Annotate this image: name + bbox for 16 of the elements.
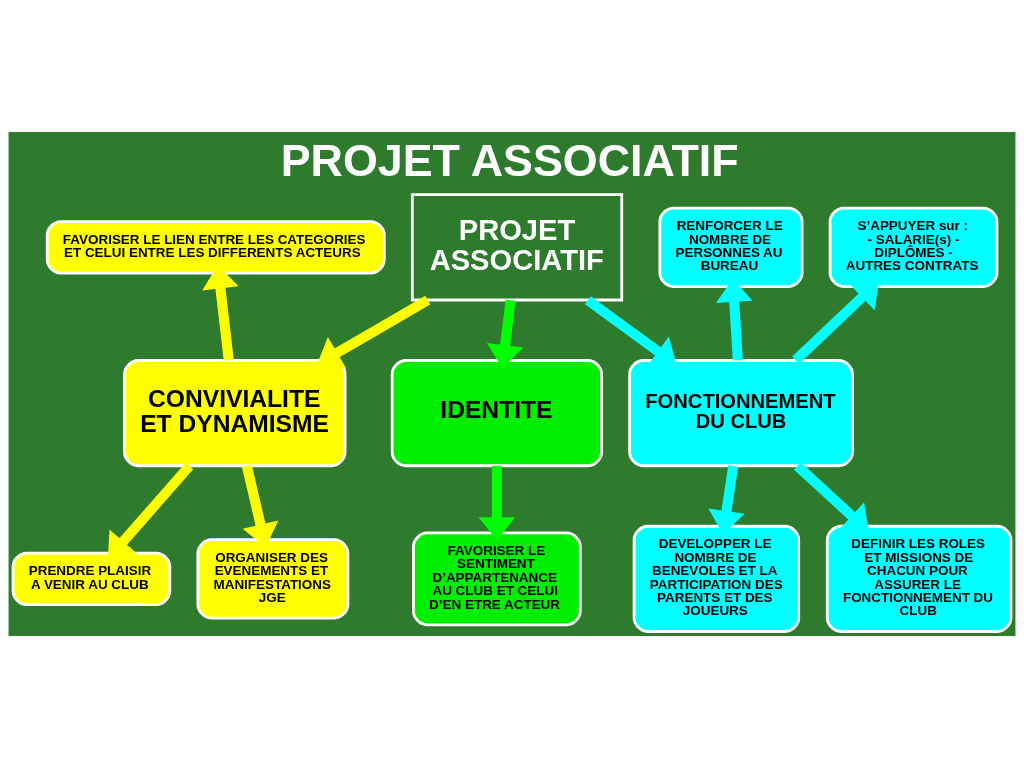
node-box: PRENDRE PLAISIR A VENIR AU CLUB	[11, 551, 172, 607]
node-box: FAVORISER LE LIEN ENTRE LES CATEGORIES ET CELUI ENTRE LES DIFFERENTS ACTEURS	[45, 220, 386, 275]
diagram-title: PROJET ASSOCIATIF	[280, 134, 739, 185]
node-box: ORGANISER DES EVENEMENTS ET MANIFESTATIONS JGE	[196, 538, 350, 620]
arrow	[486, 299, 524, 369]
node-box: CONVIVIALITE ET DYNAMISME	[123, 359, 347, 468]
node-box: RENFORCER LE NOMBRE DE PERSONNES AU BUREAU	[658, 206, 804, 288]
node-box: FAVORISER LE SENTIMENT D’APPARTENANCE AU CLUB ET CELUI D’EN ETRE ACTEUR	[412, 531, 582, 627]
node-box: FONCTIONNEMENT DU CLUB	[628, 359, 854, 468]
node-box: S’APPUYER sur : - SALARIE(s) - DIPLÔMES - AUTRES CONTRATS	[828, 206, 999, 288]
node-box: IDENTITE	[390, 359, 603, 468]
arrow	[478, 466, 516, 541]
node-box: DEVELOPPER LE NOMBRE DE BENEVOLES ET LA PARTICIPATION DES PARENTS ET DES JOUEURS	[632, 524, 801, 633]
node-box: PROJET ASSOCIATIF	[410, 193, 624, 302]
node-box: DEFINIR LES ROLES ET MISSIONS DE CHACUN POUR ASSURER LE FONCTIONNEMENT DU CLUB	[825, 524, 1013, 633]
arrow	[316, 295, 431, 369]
